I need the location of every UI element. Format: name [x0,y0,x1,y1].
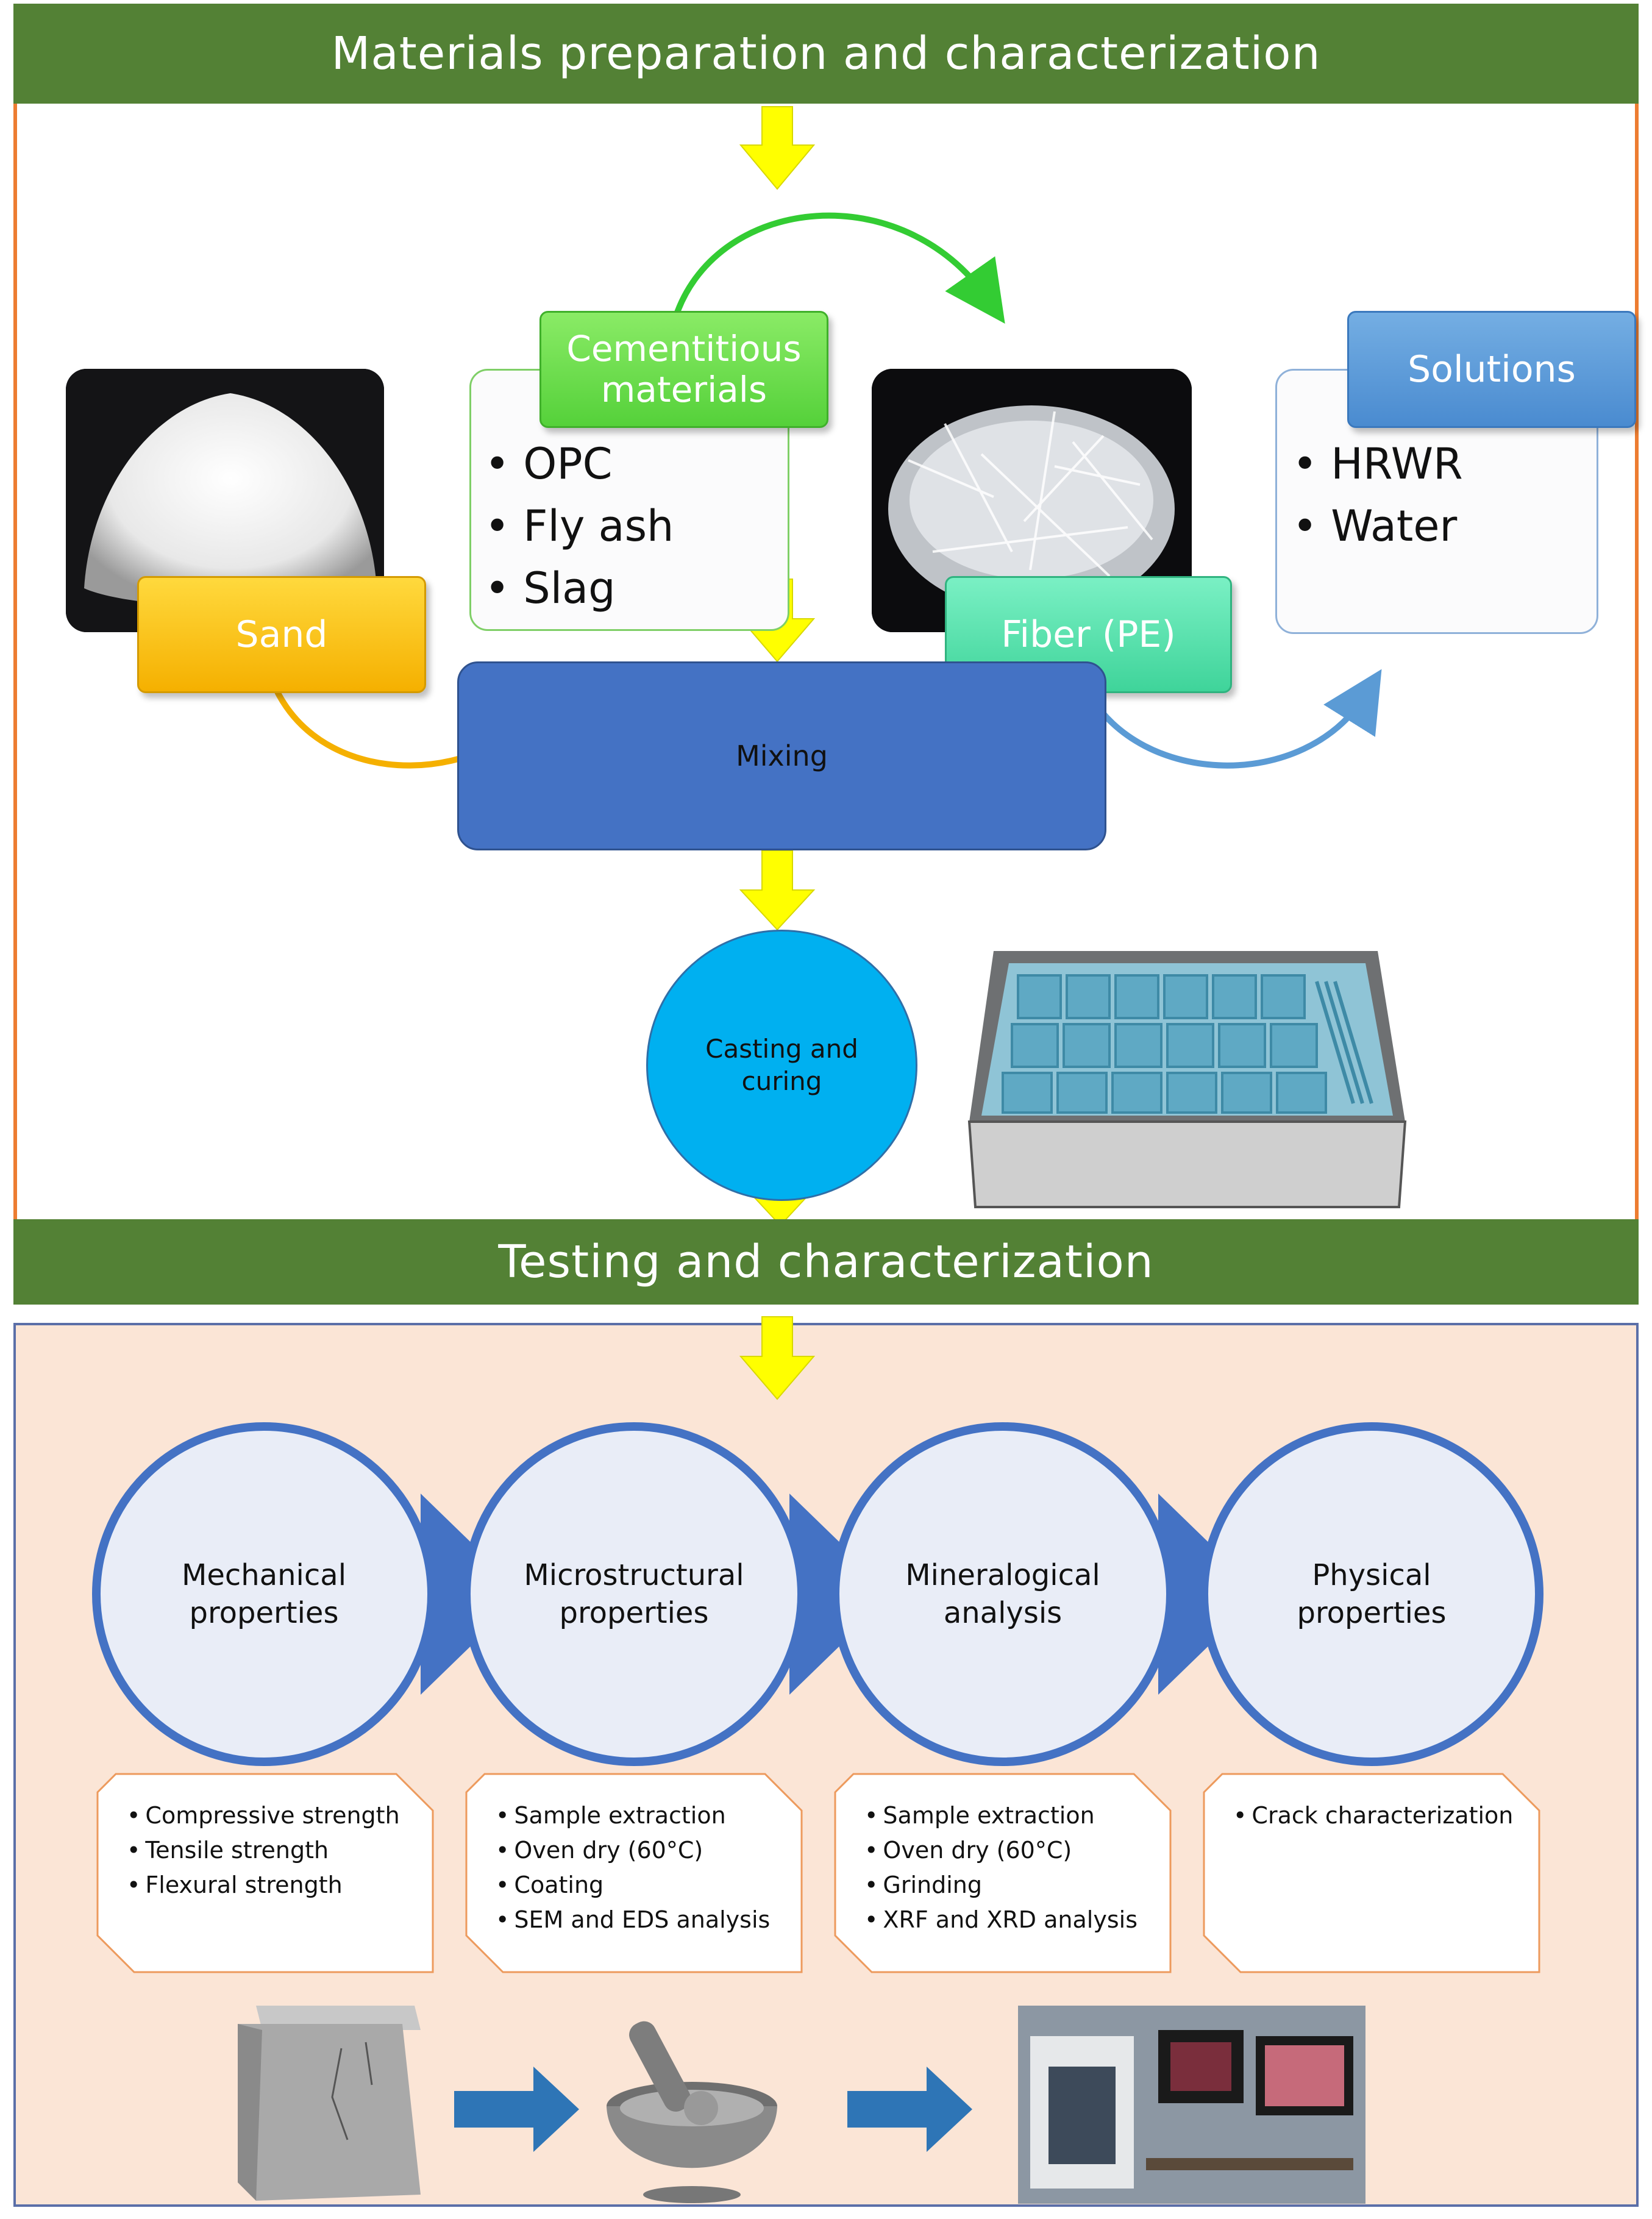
curing-tank-icon [967,951,1407,1208]
arrow-fiber-to-solutions [1085,669,1382,769]
mixing-label: Mixing [736,739,828,772]
note-item: Compressive strength [127,1798,399,1833]
note-item: Crack characterization [1233,1798,1513,1833]
banner-materials-preparation: Materials preparation and characterizati… [13,4,1639,104]
note-item: Sample extraction [496,1798,770,1833]
note-item: XRF and XRD analysis [864,1903,1138,1937]
circle-mineralogical-label: Mineralogical analysis [905,1558,1100,1630]
solutions-item: Water [1292,495,1463,557]
arrow-cementitious-to-fiber [674,212,1005,324]
lab-equipment-icon [1018,2006,1365,2204]
mortar-pestle-icon [607,2021,777,2203]
cementitious-label: Cementitious materials [539,311,828,428]
circle-microstructural-label: Microstructural properties [524,1558,744,1630]
note-microstructural: Sample extraction Oven dry (60°C) Coatin… [496,1798,770,1937]
circle-mechanical-label: Mechanical properties [181,1558,347,1630]
circle-physical-label: Physical properties [1297,1558,1447,1630]
circle-mechanical [92,1422,436,1766]
arrow-down-1 [739,106,816,190]
test-circles [92,1422,1543,1766]
arrow-down-3 [739,850,816,931]
note-item: Oven dry (60°C) [864,1833,1138,1868]
note-item: SEM and EDS analysis [496,1903,770,1937]
banner-testing: Testing and characterization [13,1219,1639,1305]
solutions-label: Solutions [1347,311,1636,428]
note-item: Coating [496,1868,770,1903]
note-item: Oven dry (60°C) [496,1833,770,1868]
materials-section [13,104,1639,1219]
circle-mineralogical [831,1422,1175,1766]
cementitious-list: OPC Fly ash Slag [485,433,674,619]
casting-curing-circle: Casting and curing [646,930,917,1201]
cementitious-item: Slag [485,557,674,619]
casting-curing-label: Casting and curing [705,1034,858,1096]
solutions-item: HRWR [1292,433,1462,495]
note-mineralogical: Sample extraction Oven dry (60°C) Grindi… [864,1798,1138,1937]
banner-title: Materials preparation and characterizati… [331,27,1321,80]
sand-label-text: Sand [235,613,328,656]
note-item: Tensile strength [127,1833,400,1868]
mixing-box: Mixing [457,661,1106,850]
note-item: Flexural strength [127,1868,400,1903]
testing-arrow [739,1316,816,1400]
note-mechanical: Compressive strength Tensile strength Fl… [127,1798,400,1903]
fiber-label-text: Fiber (PE) [1001,613,1176,656]
circle-physical [1200,1422,1543,1766]
concrete-cube-icon [238,2006,421,2201]
note-item: Sample extraction [864,1798,1138,1833]
solutions-list: HRWR Water [1292,433,1463,557]
circle-microstructural [462,1422,806,1766]
cementitious-label-text: Cementitious materials [566,328,802,410]
note-item: Grinding [864,1868,1138,1903]
solutions-label-text: Solutions [1408,347,1576,391]
cementitious-item: OPC [485,433,674,495]
bottom-illustrations [238,2006,1365,2204]
note-physical: Crack characterization [1233,1798,1513,1833]
banner-title: Testing and characterization [498,1236,1154,1288]
sand-label: Sand [137,576,426,693]
arrow-right-2 [847,2067,972,2152]
cementitious-item: Fly ash [485,495,674,557]
arrow-right-1 [454,2067,579,2152]
